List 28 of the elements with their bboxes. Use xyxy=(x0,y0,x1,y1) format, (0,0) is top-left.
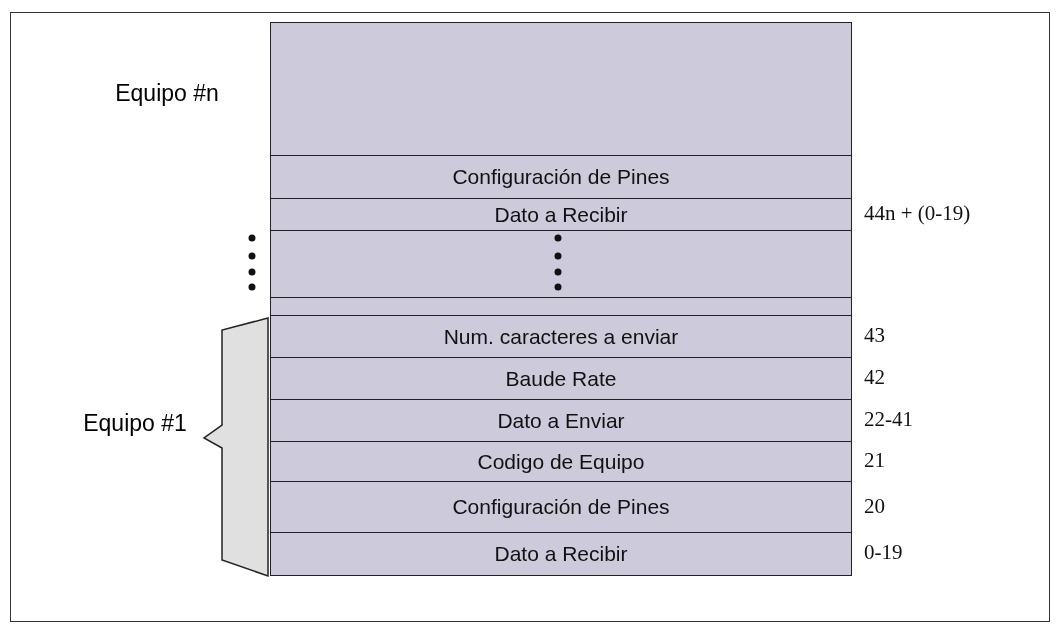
memory-cell xyxy=(270,297,852,317)
memory-row xyxy=(270,198,852,232)
field-name: Num. caracteres a enviar xyxy=(443,324,679,349)
field-name: Dato a Recibir xyxy=(494,202,628,227)
field-name: Configuración de Pines xyxy=(452,165,670,190)
device-label: Equipo #n xyxy=(114,79,220,108)
field-name: Dato a Recibir xyxy=(494,541,628,566)
address-label: 44n + (0-19) xyxy=(864,201,971,226)
address-label: 0-19 xyxy=(864,540,903,565)
memory-row xyxy=(270,532,852,576)
field-name: Configuración de Pines xyxy=(452,495,670,520)
memory-row xyxy=(270,155,852,200)
field-name: Dato a Enviar xyxy=(497,408,625,433)
address-label: 21 xyxy=(864,448,885,473)
address-label: 22-41 xyxy=(864,407,913,432)
device-label: Equipo #1 xyxy=(82,409,188,438)
memory-row xyxy=(270,315,852,359)
address-label: 43 xyxy=(864,323,885,348)
memory-cell xyxy=(270,230,852,299)
address-label: 20 xyxy=(864,493,885,519)
field-name: Baude Rate xyxy=(505,366,617,391)
field-name: Codigo de Equipo xyxy=(477,449,645,474)
memory-cell xyxy=(270,22,852,157)
memory-row xyxy=(270,441,852,483)
memory-row xyxy=(270,357,852,401)
memory-row xyxy=(270,481,852,534)
address-label: 42 xyxy=(864,365,885,390)
memory-row xyxy=(270,399,852,443)
